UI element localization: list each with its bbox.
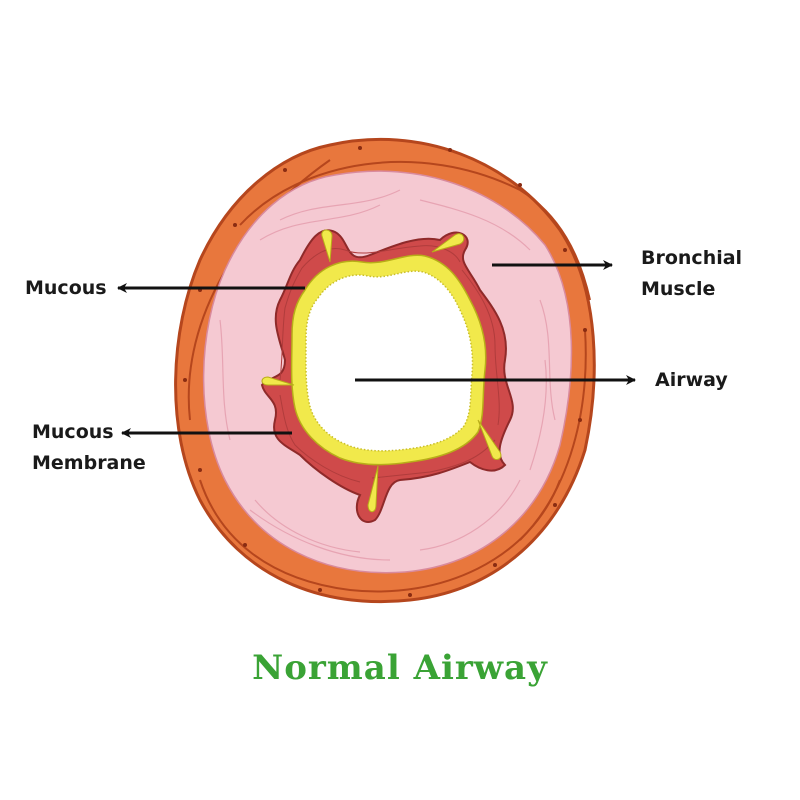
mucus-glands xyxy=(261,229,502,513)
label-airway-text: Airway xyxy=(655,369,728,391)
mucus-layer xyxy=(261,229,502,513)
label-bronchial-muscle-line1: Bronchial xyxy=(641,247,743,269)
label-bronchial-muscle-line2: Muscle xyxy=(641,278,716,300)
label-mucous-membrane: Mucous Membrane xyxy=(32,417,146,479)
epithelium-cells xyxy=(279,245,500,483)
airway-lumen xyxy=(305,270,474,452)
label-mucous-text: Mucous xyxy=(25,277,107,299)
label-mucous-membrane-line2: Membrane xyxy=(32,452,146,474)
muscle-band-ridge-3 xyxy=(199,479,561,593)
label-mucous-membrane-line1: Mucous xyxy=(32,421,114,443)
label-airway: Airway xyxy=(655,365,728,396)
muscle-band-ridge-4 xyxy=(519,329,587,541)
diagram-title: Normal Airway xyxy=(252,648,548,688)
annotation-arrows xyxy=(117,260,636,438)
submucosa-streaks xyxy=(219,189,556,561)
label-bronchial-muscle: Bronchial Muscle xyxy=(641,243,742,305)
label-mucous: Mucous xyxy=(25,273,107,304)
